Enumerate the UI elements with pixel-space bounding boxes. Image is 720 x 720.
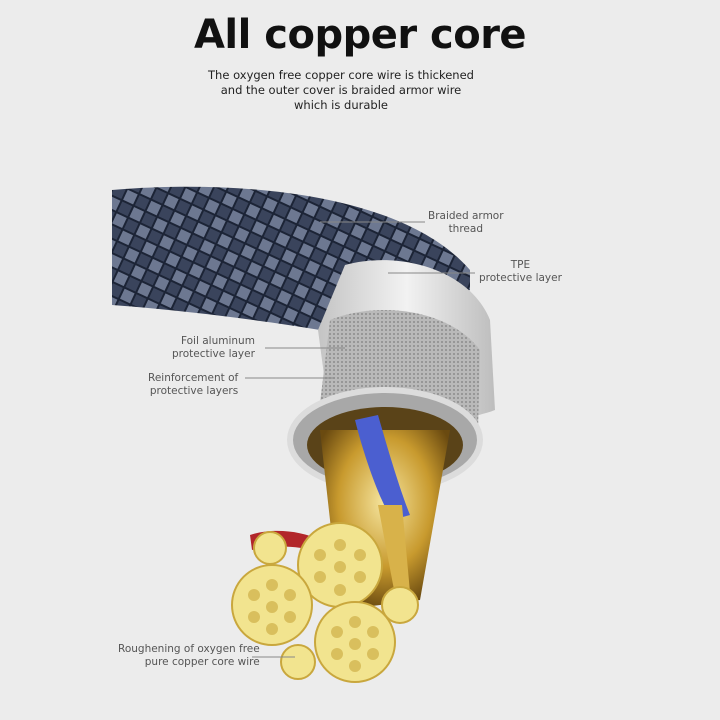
single-strand-end (381, 586, 419, 624)
callout-foil-line-2: protective layer (172, 348, 255, 360)
callout-foil: Foil aluminum protective layer (172, 335, 255, 361)
callout-copper-line-1: Roughening of oxygen free (118, 643, 260, 655)
subtitle-line-2: and the outer cover is braided armor wir… (220, 83, 462, 97)
callout-braided-line-1: Braided armor (428, 210, 504, 222)
blue-wire (355, 415, 410, 520)
callout-tpe-line-1: TPE (510, 259, 531, 271)
subtitle: The oxygen free copper core wire is thic… (0, 68, 682, 113)
callout-braided: Braided armor thread (428, 210, 504, 236)
callout-tpe: TPE protective layer (479, 259, 562, 285)
callout-copper-line-2: pure copper core wire (144, 656, 260, 668)
strand-bundle-3 (314, 601, 396, 683)
callout-braided-line-2: thread (448, 223, 483, 235)
single-strand-end (280, 644, 316, 680)
callout-reinforcement: Reinforcement of protective layers (148, 372, 238, 398)
subtitle-line-1: The oxygen free copper core wire is thic… (208, 68, 474, 82)
callout-tpe-line-2: protective layer (479, 272, 562, 284)
page-title: All copper core (193, 12, 527, 58)
callout-foil-line-1: Foil aluminum (180, 335, 255, 347)
strand-bundle-1 (297, 522, 383, 608)
callout-reinforcement-line-1: Reinforcement of (148, 372, 239, 384)
callout-copper: Roughening of oxygen free pure copper co… (118, 643, 260, 669)
strand-bundle-2 (231, 564, 313, 646)
callout-reinforcement-line-2: protective layers (149, 385, 239, 397)
subtitle-line-3: which is durable (294, 98, 388, 112)
